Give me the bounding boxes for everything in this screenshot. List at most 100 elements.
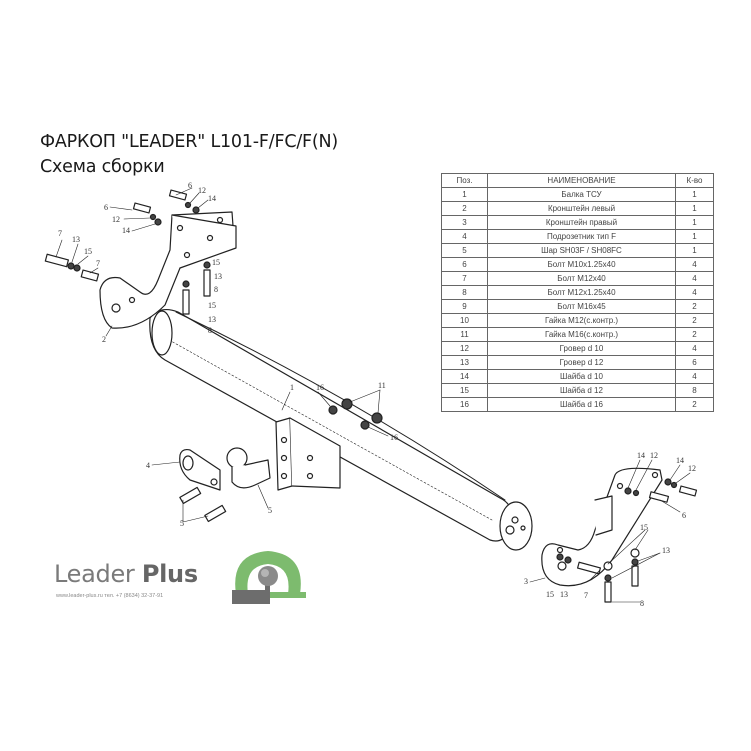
brand-name: Leader Plus <box>54 560 198 588</box>
svg-text:1: 1 <box>290 383 294 392</box>
tow-ball <box>226 447 271 489</box>
page-subtitle: Схема сборки <box>40 157 165 177</box>
svg-text:5: 5 <box>268 506 272 515</box>
svg-text:15: 15 <box>84 247 92 256</box>
svg-text:13: 13 <box>214 272 222 281</box>
cell-name: Кронштейн правый <box>487 215 676 230</box>
cell-name: Балка ТСУ <box>487 187 676 202</box>
cell-pos: 12 <box>441 341 488 356</box>
svg-text:15: 15 <box>212 258 220 267</box>
callouts <box>55 187 691 603</box>
cell-pos: 13 <box>441 355 488 370</box>
cell-pos: 2 <box>441 201 488 216</box>
cell-pos: 16 <box>441 397 488 412</box>
svg-text:12: 12 <box>688 464 696 473</box>
cell-pos: 3 <box>441 215 488 230</box>
callout-numbers: 6 12 14 6 12 14 7 13 15 7 2 15 13 8 15 1… <box>58 181 696 608</box>
svg-text:7: 7 <box>96 259 100 268</box>
svg-text:16: 16 <box>390 433 398 442</box>
cell-qty: 2 <box>675 397 714 412</box>
svg-text:13: 13 <box>72 235 80 244</box>
svg-text:15: 15 <box>208 301 216 310</box>
cell-qty: 2 <box>675 327 714 342</box>
svg-text:14: 14 <box>637 451 645 460</box>
tow-beam <box>149 308 533 551</box>
column-header-name: НАИМЕНОВАНИЕ <box>487 173 676 188</box>
cell-name: Шар SH03F / SH08FC <box>487 243 676 258</box>
ball-mount-plate <box>275 417 341 491</box>
svg-text:8: 8 <box>214 285 218 294</box>
cell-name: Болт M12x1.25x40 <box>487 285 676 300</box>
brand-name-bold: Plus <box>141 560 198 588</box>
brand-name-light: Leader <box>54 560 135 588</box>
cell-pos: 8 <box>441 285 488 300</box>
column-header-qty: К-во <box>675 173 714 188</box>
cell-name: Болт M16x45 <box>487 299 676 314</box>
cell-qty: 1 <box>675 201 714 216</box>
cell-qty: 4 <box>675 271 714 286</box>
svg-text:11: 11 <box>378 381 386 390</box>
svg-text:14: 14 <box>122 226 130 235</box>
cell-pos: 14 <box>441 369 488 384</box>
cell-pos: 4 <box>441 229 488 244</box>
cell-pos: 7 <box>441 271 488 286</box>
svg-text:12: 12 <box>198 186 206 195</box>
cell-qty: 4 <box>675 257 714 272</box>
cell-qty: 1 <box>675 229 714 244</box>
cell-qty: 6 <box>675 355 714 370</box>
cell-name: Гайка M16(с.контр.) <box>487 327 676 342</box>
svg-text:12: 12 <box>112 215 120 224</box>
svg-text:14: 14 <box>676 456 684 465</box>
cell-qty: 4 <box>675 285 714 300</box>
table-header-row: Поз. НАИМЕНОВАНИЕ К-во <box>441 173 714 188</box>
cell-name: Гайка M12(с.контр.) <box>487 313 676 328</box>
cell-qty: 8 <box>675 383 714 398</box>
cell-pos: 5 <box>441 243 488 258</box>
cell-qty: 4 <box>675 341 714 356</box>
svg-text:8: 8 <box>640 599 644 608</box>
brand-contact: www.leader-plus.ru тел. +7 (8634) 32-37-… <box>56 593 164 599</box>
svg-text:4: 4 <box>146 461 150 470</box>
column-header-pos: Поз. <box>441 173 488 188</box>
beam-nuts <box>328 398 383 430</box>
cell-name: Шайба d 12 <box>487 383 676 398</box>
cell-name: Гровер d 10 <box>487 341 676 356</box>
svg-text:16: 16 <box>316 383 324 392</box>
ball-bolts <box>179 486 227 523</box>
cell-qty: 1 <box>675 215 714 230</box>
svg-text:2: 2 <box>102 335 106 344</box>
svg-text:7: 7 <box>58 229 62 238</box>
cell-pos: 15 <box>441 383 488 398</box>
cell-name: Кронштейн левый <box>487 201 676 216</box>
cell-qty: 1 <box>675 243 714 258</box>
brand-logo-icon <box>232 551 306 604</box>
svg-text:8: 8 <box>208 326 212 335</box>
svg-text:15: 15 <box>640 523 648 532</box>
cell-name: Подрозетник тип F <box>487 229 676 244</box>
cell-name: Гровер d 12 <box>487 355 676 370</box>
svg-text:13: 13 <box>662 546 670 555</box>
page-title: ФАРКОП "LEADER" L101-F/FC/F(N) <box>40 132 339 152</box>
svg-text:6: 6 <box>682 511 686 520</box>
svg-text:6: 6 <box>188 181 192 190</box>
svg-text:13: 13 <box>560 590 568 599</box>
svg-text:6: 6 <box>104 203 108 212</box>
right-bracket <box>541 467 698 603</box>
cell-pos: 6 <box>441 257 488 272</box>
cell-qty: 2 <box>675 313 714 328</box>
cell-name: Болт M12x40 <box>487 271 676 286</box>
